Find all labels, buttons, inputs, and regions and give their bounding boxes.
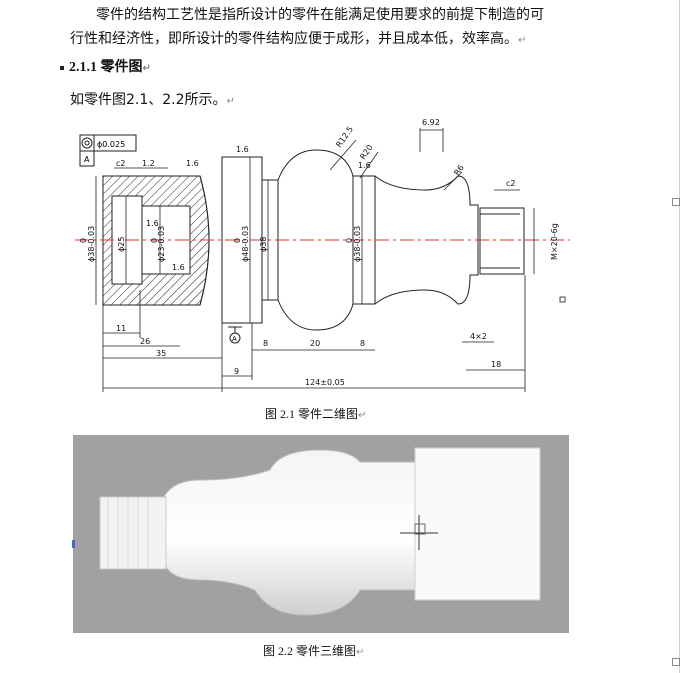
label-4x2: 4×2 bbox=[470, 332, 487, 341]
label-11: 11 bbox=[116, 324, 126, 333]
label-roughness-c: 1.6 bbox=[358, 161, 371, 170]
label-zero-2: 0 bbox=[150, 238, 159, 243]
paragraph-structural-process: 零件的结构工艺性是指所设计的零件在能满足使用要求的前提下制造的可 行性和经济性，… bbox=[70, 3, 590, 53]
datum-symbol bbox=[228, 326, 242, 344]
label-6-92: 6.92 bbox=[422, 118, 440, 127]
figure-ref-text: 如零件图2.1、2.2所示。 bbox=[70, 92, 227, 108]
datum-label: A bbox=[232, 335, 237, 343]
label-roughness-e: 1.6 bbox=[146, 219, 159, 228]
tolerance-value: ϕ0.025 bbox=[97, 140, 125, 149]
label-dia25: ϕ25 bbox=[117, 237, 126, 252]
label-r6: R6 bbox=[452, 163, 465, 177]
label-roughness-d: 1.6 bbox=[172, 263, 185, 272]
figure-caption-1: 图 2.1 零件二维图↵ bbox=[265, 405, 366, 422]
paragraph-line-1: 零件的结构工艺性是指所设计的零件在能满足使用要求的前提下制造的可 bbox=[96, 7, 544, 23]
label-c2-left: c2 bbox=[116, 159, 126, 168]
caption-2-text: 图 2.2 零件三维图 bbox=[263, 644, 357, 658]
label-zero-4: 0 bbox=[345, 238, 354, 243]
paragraph-line-2: 行性和经济性，即所设计的零件结构应便于成形，并且成本低，效率高。 bbox=[70, 31, 518, 47]
left-edge-marker bbox=[72, 540, 75, 548]
section-heading: 2.1.1 零件图↵ bbox=[60, 56, 151, 76]
label-r12-5: R12.5 bbox=[334, 125, 355, 149]
label-20: 20 bbox=[310, 339, 320, 348]
label-zero-3: 0 bbox=[233, 238, 242, 243]
caption-2-mark: ↵ bbox=[356, 647, 365, 658]
label-dia38-mid: ϕ38 bbox=[259, 237, 268, 252]
label-9: 9 bbox=[234, 367, 239, 376]
label-18: 18 bbox=[491, 360, 501, 369]
figure-ref-mark: ↵ bbox=[226, 96, 235, 107]
label-r20: R20 bbox=[358, 143, 374, 161]
label-c2-right: c2 bbox=[506, 179, 516, 188]
heading-bullet-icon bbox=[60, 65, 64, 70]
label-1-2: 1.2 bbox=[142, 159, 155, 168]
label-8b: 8 bbox=[360, 339, 365, 348]
drawing-small-marker bbox=[559, 296, 566, 303]
figure-caption-2: 图 2.2 零件三维图↵ bbox=[263, 642, 364, 659]
label-roughness-b: 1.6 bbox=[236, 145, 249, 154]
label-124: 124±0.05 bbox=[305, 378, 345, 387]
label-dia38-left: ϕ38-0.03 bbox=[87, 226, 96, 262]
label-thread: M×20-6g bbox=[550, 223, 559, 260]
caption-1-mark: ↵ bbox=[358, 410, 367, 421]
paragraph-mark: ↵ bbox=[518, 35, 527, 46]
heading-mark: ↵ bbox=[142, 63, 151, 74]
tolerance-datum: A bbox=[84, 155, 90, 164]
label-roughness-a: 1.6 bbox=[186, 159, 199, 168]
label-26: 26 bbox=[140, 337, 150, 346]
label-8a: 8 bbox=[263, 339, 268, 348]
dimension-lines bbox=[95, 128, 535, 392]
page-edge-rule bbox=[679, 0, 680, 673]
part-3d-render bbox=[73, 435, 569, 633]
label-dia38-b: ϕ38-0.03 bbox=[353, 226, 362, 262]
label-35: 35 bbox=[156, 349, 166, 358]
paragraph-figure-ref: 如零件图2.1、2.2所示。↵ bbox=[70, 88, 235, 114]
label-zero-1: 0 bbox=[79, 238, 88, 243]
label-dia23: ϕ23-0.03 bbox=[157, 226, 166, 262]
margin-mark-1 bbox=[672, 198, 680, 206]
caption-1-text: 图 2.1 零件二维图 bbox=[265, 407, 359, 421]
label-dia48: ϕ48-0.03 bbox=[241, 226, 250, 262]
heading-text: 2.1.1 零件图 bbox=[69, 60, 143, 75]
margin-mark-2 bbox=[672, 658, 680, 666]
tolerance-frame bbox=[79, 134, 137, 167]
